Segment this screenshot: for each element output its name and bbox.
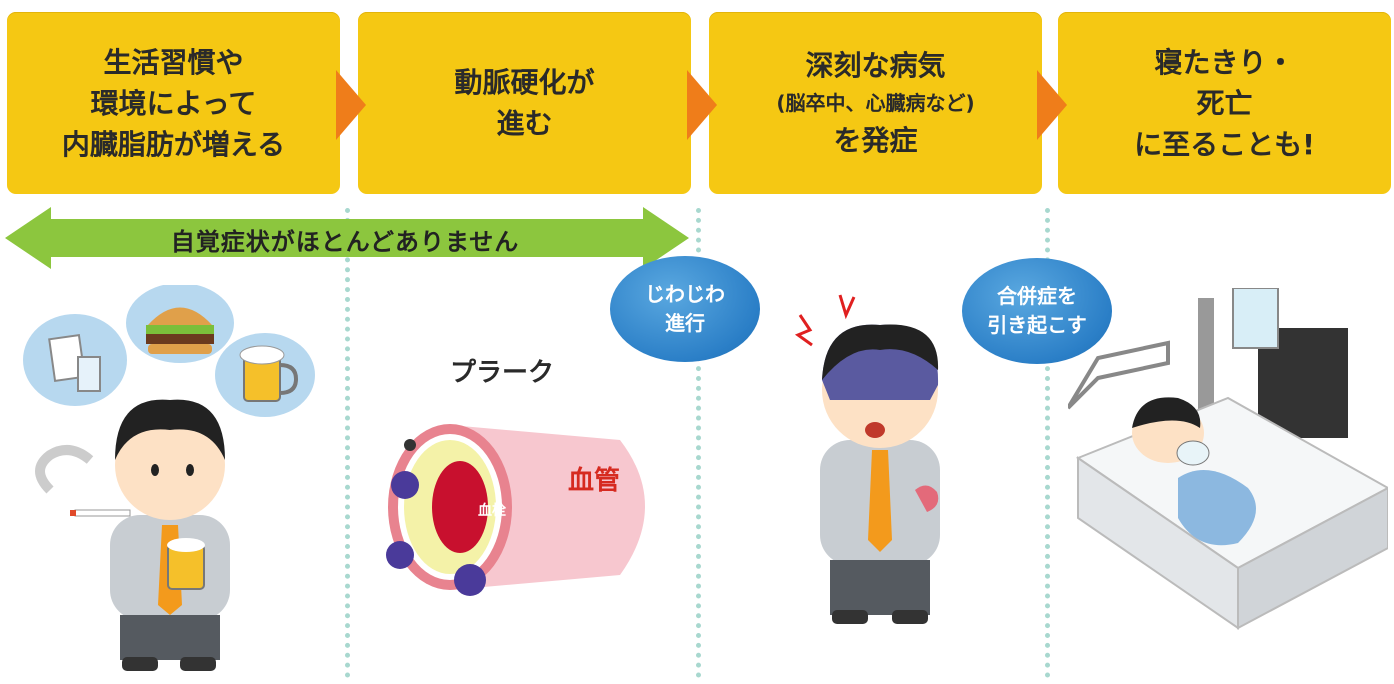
- stage-2-line-2: 進む: [496, 107, 553, 140]
- stage-4-line-2: 死亡: [1196, 86, 1253, 120]
- stage-1-line-3: 内臓脂肪が増える: [61, 127, 286, 161]
- vessel-label: 血管: [568, 466, 621, 496]
- divider-line: [696, 208, 701, 678]
- complication-bubble: 合併症を 引き起こす: [962, 258, 1112, 364]
- blood-vessel-illustration: [386, 424, 645, 596]
- lifestyle-illustration: [23, 285, 315, 671]
- divider-line: [1045, 208, 1050, 678]
- plaque-label: プラーク: [450, 358, 555, 388]
- stage-box-4: 寝たきり・ 死亡 に至ることも!: [1058, 12, 1391, 194]
- stage-3-line-2: (脳卒中、心臓病など): [776, 91, 975, 115]
- stage-box-1: 生活習慣や 環境によって 内臓脂肪が増える: [7, 12, 340, 194]
- progress-bubble: じわじわ 進行: [610, 256, 760, 362]
- stage-box-2: 動脈硬化が 進む: [358, 12, 691, 194]
- stage-box-3: 深刻な病気 (脳卒中、心臓病など) を発症: [709, 12, 1042, 194]
- stage-3-line-1: 深刻な病気: [805, 49, 946, 82]
- snack-pack-icon: [23, 314, 127, 406]
- chevron-arrow-icon: [1037, 70, 1067, 140]
- cigarette-icon: [70, 509, 131, 517]
- stage-3-line-3: を発症: [833, 124, 918, 157]
- bubble-2-line-1: 合併症を: [997, 284, 1077, 308]
- hospital-bed-illustration: [1068, 288, 1388, 630]
- chevron-arrow-icon: [687, 70, 717, 140]
- chevron-arrow-icon: [336, 70, 366, 140]
- chest-pain-illustration: [794, 294, 940, 624]
- divider-line: [345, 208, 350, 678]
- stage-4-line-1: 寝たきり・: [1154, 45, 1295, 79]
- clot-label: 血栓: [478, 503, 506, 519]
- stage-1-line-2: 環境によって: [90, 86, 257, 120]
- bubble-2-line-2: 引き起こす: [987, 313, 1087, 337]
- stage-4-line-3: に至ることも!: [1134, 127, 1315, 161]
- hamburger-icon: [126, 285, 234, 363]
- beer-mug-icon: [215, 333, 315, 417]
- double-arrow-banner: [5, 207, 689, 269]
- bubble-1-line-1: じわじわ: [645, 282, 725, 306]
- stage-2-line-1: 動脈硬化が: [454, 66, 595, 99]
- bubble-1-line-2: 進行: [665, 311, 705, 335]
- no-symptoms-label: 自覚症状がほとんどありません: [170, 228, 520, 256]
- stage-1-line-1: 生活習慣や: [103, 45, 244, 79]
